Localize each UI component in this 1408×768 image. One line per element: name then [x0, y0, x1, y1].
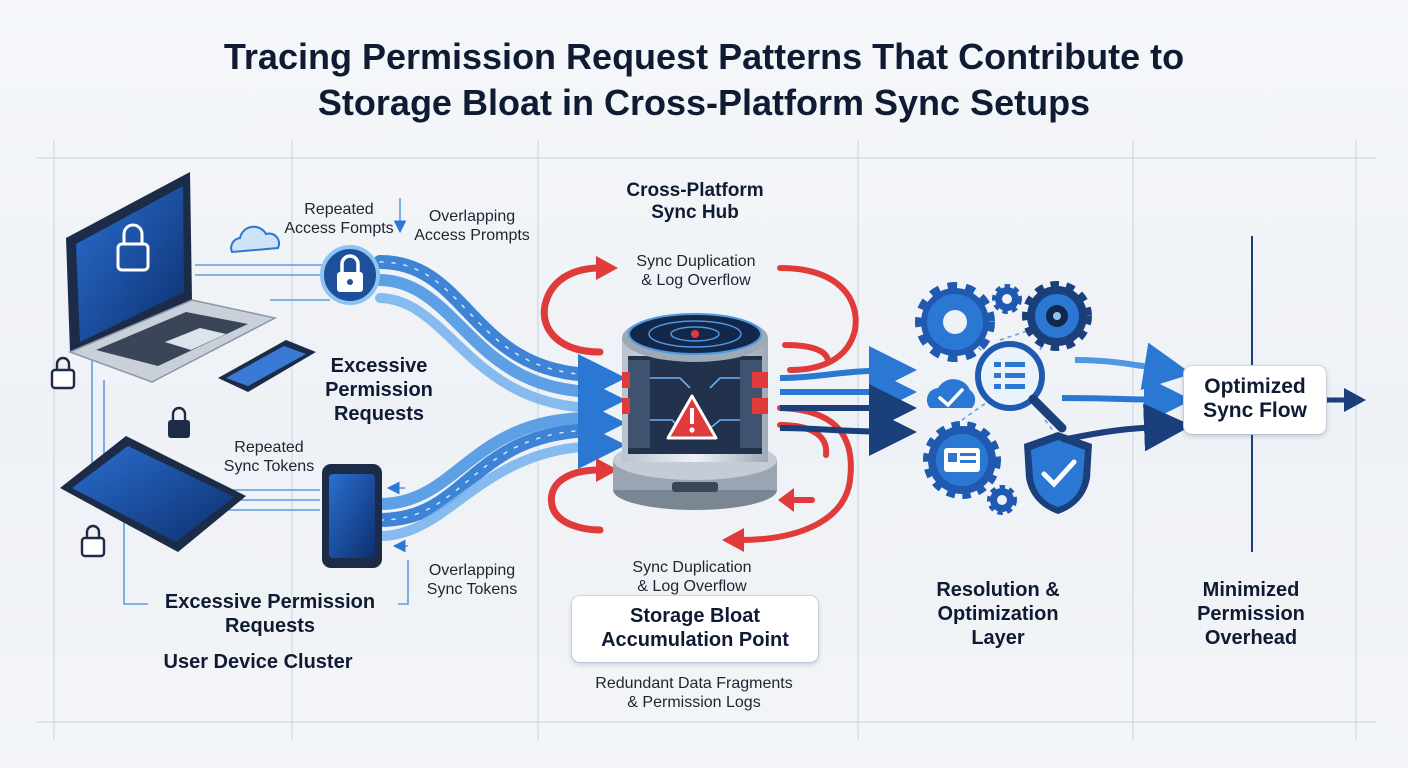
label-line: Minimized — [1202, 579, 1300, 601]
label-line: Sync Flow — [1203, 399, 1307, 422]
sync-hub-title: Cross-Platform Sync Hub — [588, 180, 802, 224]
label-line: Sync Tokens — [426, 581, 518, 598]
permission-streams — [373, 255, 626, 541]
optimized-sync-flow-box: Optimized Sync Flow — [1184, 366, 1326, 434]
repeated-sync-tokens-label: Repeated Sync Tokens — [214, 438, 324, 476]
label-line: Excessive Permission — [164, 591, 376, 613]
label-line: Sync Duplication — [636, 253, 756, 270]
label-line: Accumulation Point — [601, 629, 789, 651]
label-line: Requests — [333, 403, 425, 425]
label-line: Access Prompts — [414, 227, 530, 244]
duplication-arrowheads — [596, 256, 794, 552]
label-line: Sync Duplication — [632, 559, 752, 576]
grid-lines — [36, 140, 1376, 740]
padlock-icon — [80, 524, 106, 558]
label-line: Redundant Data Fragments — [595, 675, 793, 692]
padlock-icon — [168, 406, 190, 438]
label-line: Repeated — [304, 201, 374, 218]
laptop-icon — [66, 172, 278, 383]
magnifier-icon — [975, 341, 1067, 433]
padlock-icon — [50, 356, 76, 390]
cloud-check-icon — [926, 379, 976, 408]
label-line: Overlapping — [428, 562, 516, 579]
overlapping-sync-tokens-label: Overlapping Sync Tokens — [412, 561, 532, 599]
label-line: Cross-Platform — [626, 180, 764, 201]
optimized-arrows — [1061, 342, 1192, 452]
phone-icon — [218, 340, 316, 392]
title-line-1: Tracing Permission Request Patterns That… — [223, 36, 1185, 77]
overlapping-access-prompts-label: Overlapping Access Prompts — [405, 207, 539, 245]
minimized-overhead-label: Minimized Permission Overhead — [1160, 578, 1342, 650]
label-line: Storage Bloat — [629, 605, 761, 627]
label-line: Permission — [1197, 603, 1305, 625]
label-line: Layer — [971, 627, 1025, 649]
hub-output-arrows — [779, 346, 917, 456]
sync-duplication-bottom-label: Sync Duplication & Log Overflow — [600, 558, 784, 596]
smartphone-icon — [322, 464, 382, 568]
warning-icon — [666, 394, 718, 440]
label-line: Requests — [224, 615, 316, 637]
label-line: Permission — [325, 379, 433, 401]
label-line: Optimized — [1204, 375, 1306, 398]
label-line: & Log Overflow — [641, 272, 751, 289]
id-card-icon — [923, 421, 1001, 499]
label-line: Excessive — [330, 355, 428, 377]
label-line: & Permission Logs — [627, 694, 761, 711]
sync-duplication-top-label: Sync Duplication & Log Overflow — [604, 252, 788, 290]
shield-check-icon — [1024, 432, 1092, 514]
redundant-fragments-label: Redundant Data Fragments & Permission Lo… — [562, 674, 826, 712]
page-title: Tracing Permission Request Patterns That… — [0, 34, 1408, 126]
resolution-layer-label: Resolution & Optimization Layer — [900, 578, 1096, 650]
label-line: Resolution & — [936, 579, 1060, 601]
cloud-icon — [230, 225, 281, 254]
storage-bloat-box: Storage Bloat Accumulation Point — [572, 596, 818, 662]
excessive-permission-requests-label: Excessive Permission Requests — [306, 354, 452, 426]
label-line: User Device Cluster — [163, 651, 353, 673]
gear-icon — [992, 284, 1022, 314]
gear-icon — [915, 282, 995, 362]
label-line: Optimization — [937, 603, 1059, 625]
label-line: Repeated — [234, 439, 304, 456]
label-line: Overhead — [1204, 627, 1298, 649]
label-line: Access Fompts — [284, 220, 394, 237]
label-line: & Log Overflow — [637, 578, 747, 595]
gear-icon — [987, 485, 1017, 515]
excessive-permission-requests-bottom-label: Excessive Permission Requests — [140, 590, 400, 638]
title-line-2: Storage Bloat in Cross-Platform Sync Set… — [317, 82, 1091, 123]
tablet-icon — [60, 436, 246, 552]
user-device-cluster-label: User Device Cluster — [130, 650, 386, 675]
label-line: Sync Tokens — [223, 458, 315, 475]
label-line: Sync Hub — [651, 202, 739, 223]
repeated-access-prompts-label: Repeated Access Fompts — [276, 200, 402, 238]
label-line: Overlapping — [428, 208, 516, 225]
padlock-icon — [320, 245, 380, 305]
gear-icon — [1022, 281, 1092, 351]
